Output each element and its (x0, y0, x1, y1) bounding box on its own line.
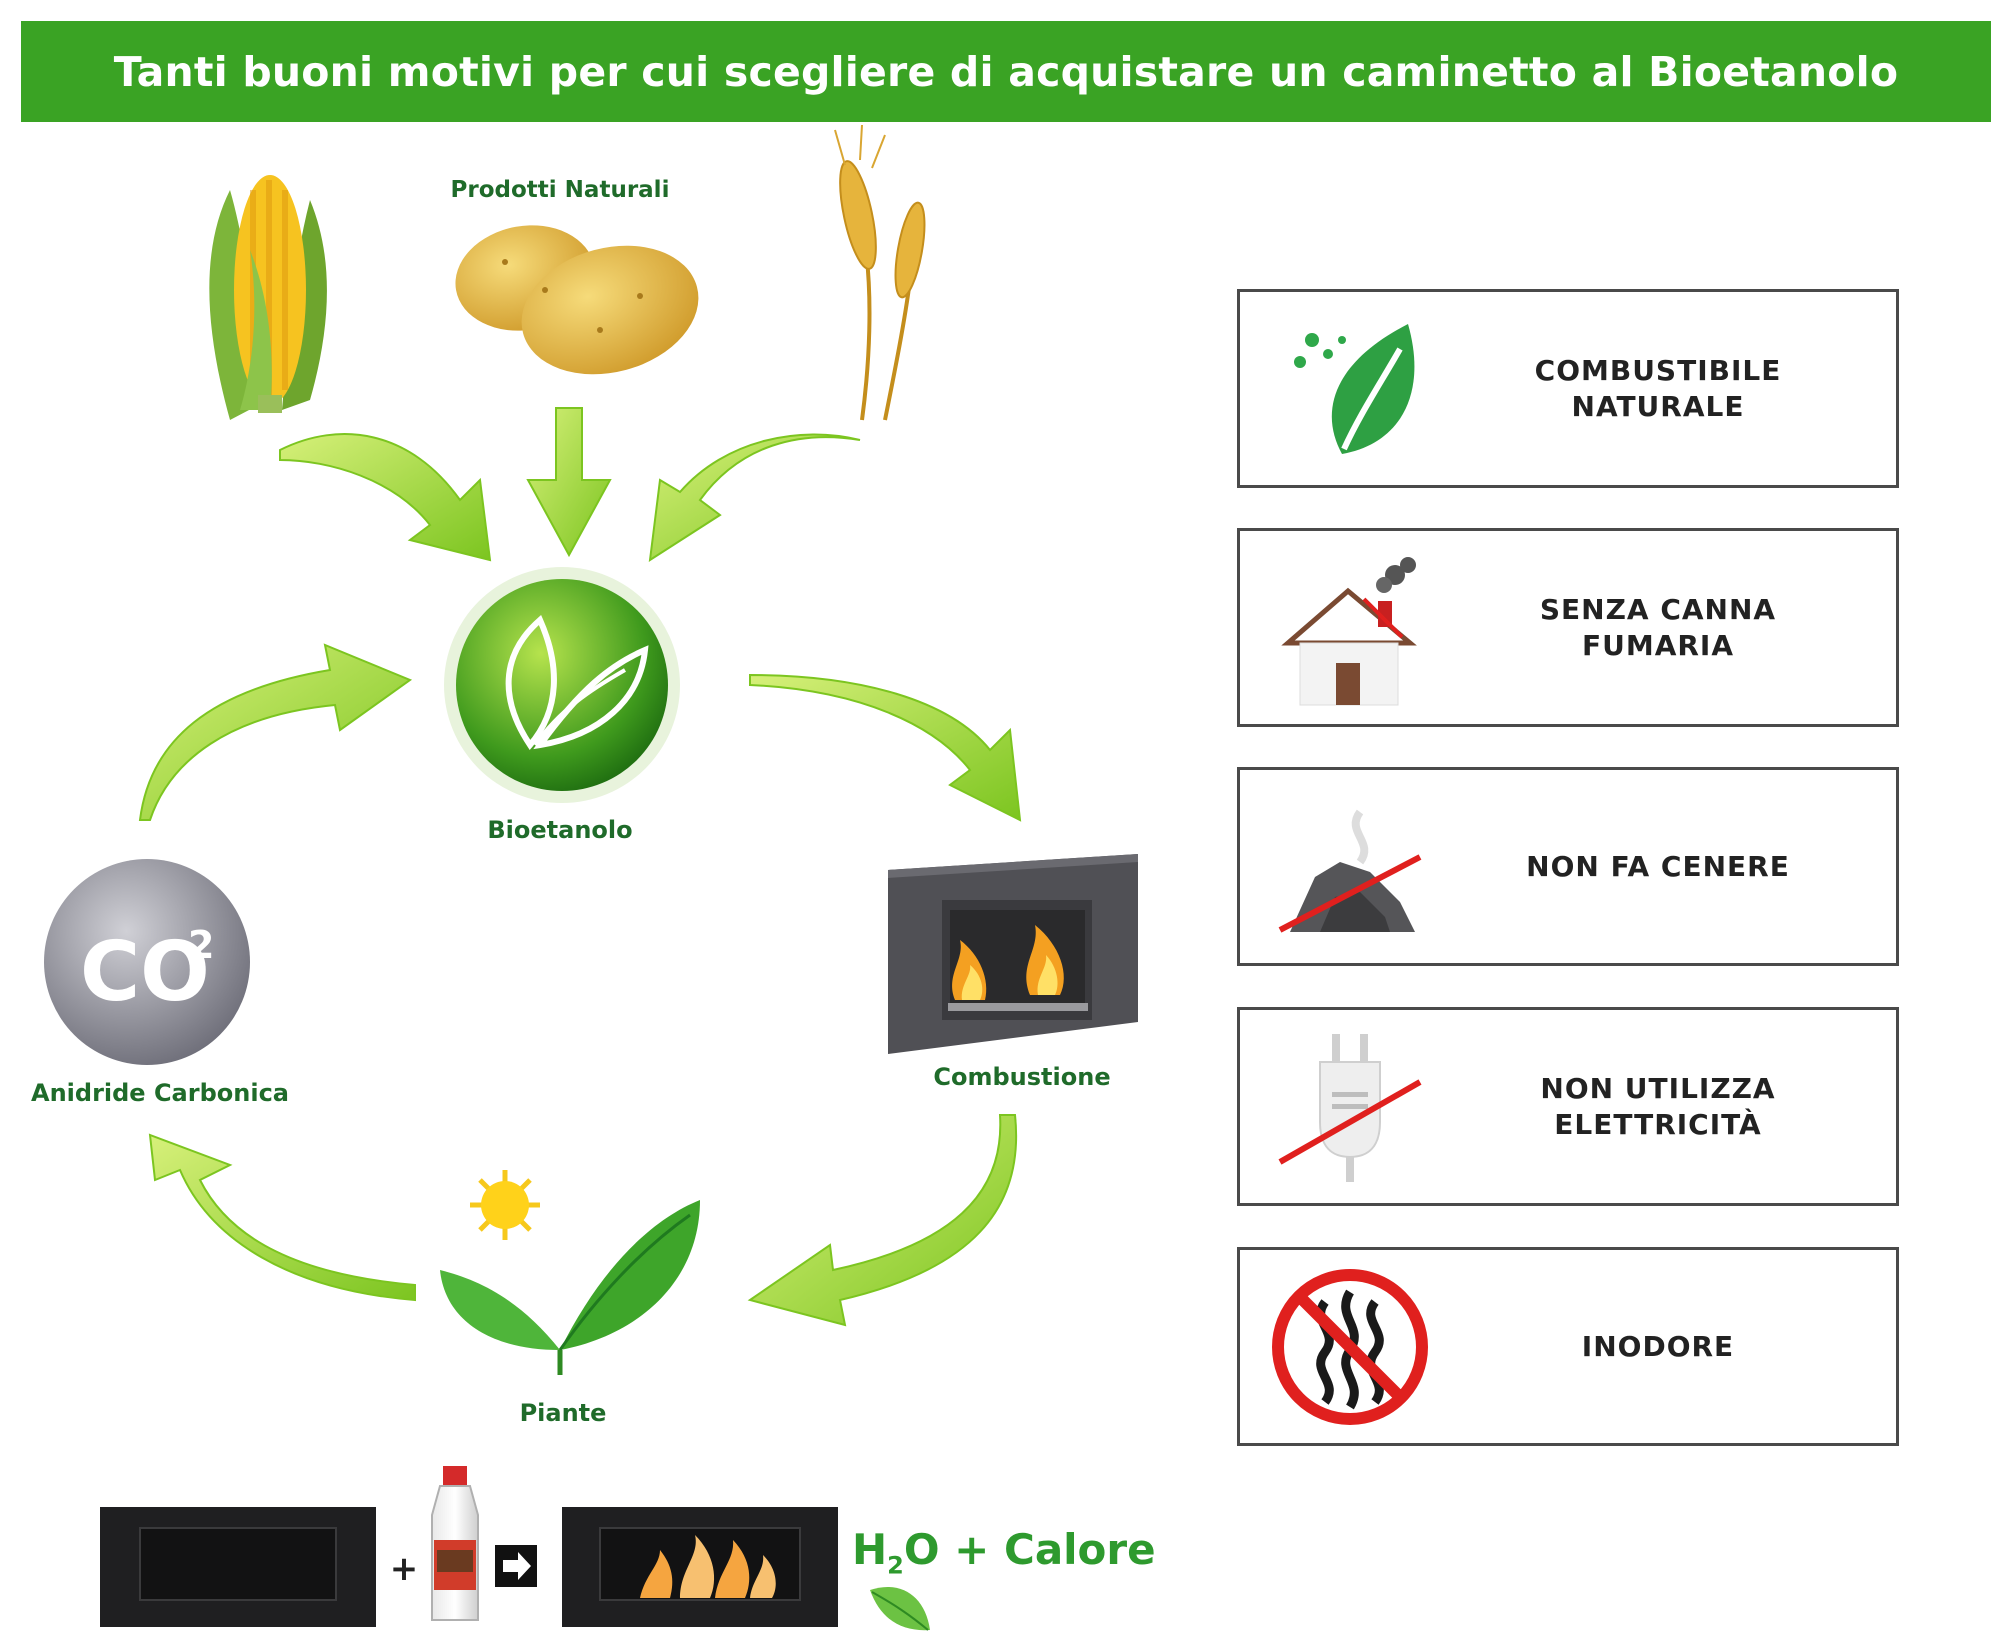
bioethanol-bottle-icon (431, 1466, 479, 1621)
h2o-h: H (852, 1525, 888, 1574)
co2-icon: CO 2 (44, 859, 250, 1065)
benefit-card-no-ash: NON FA CENERE (1237, 767, 1899, 966)
bioethanol-cycle-diagram: Prodotti Naturali Bioetanolo (31, 124, 1138, 1631)
bioethanol-leaf-icon (444, 567, 680, 803)
arrow-combustion-to-plants (747, 1114, 1018, 1327)
arrow-plants-to-co2 (148, 1133, 416, 1302)
plus-sign: + (390, 1549, 419, 1589)
co2-symbol: CO (80, 925, 210, 1020)
benefit-line2: NATURALE (1571, 389, 1745, 423)
empty-fireplace-icon (100, 1507, 376, 1627)
benefit-line1: NON UTILIZZA (1540, 1071, 1776, 1105)
page-title-banner: Tanti buoni motivi per cui scegliere di … (21, 21, 1991, 122)
arrow-bioethanol-to-combustion (749, 673, 1022, 822)
arrow-co2-to-bioethanol (138, 643, 413, 821)
benefit-text: NON FA CENERE (1480, 770, 1836, 963)
arrow-corn-to-bioethanol (279, 433, 492, 562)
plants-sun-icon (440, 1170, 700, 1375)
potatoes-icon (455, 225, 699, 375)
no-odor-icon (1272, 1269, 1428, 1425)
benefit-line2: FUMARIA (1581, 628, 1735, 662)
benefit-line1: SENZA CANNA (1539, 592, 1777, 626)
house-chimney-icon (1281, 557, 1417, 706)
h2o-rest: O + Calore (903, 1525, 1156, 1574)
combustion-label: Combustione (933, 1063, 1110, 1091)
corn-icon (209, 175, 327, 420)
benefit-line1: INODORE (1581, 1329, 1735, 1363)
plants-label: Piante (520, 1399, 607, 1427)
fireplace-combustion-icon (888, 854, 1138, 1054)
benefit-line1: COMBUSTIBILE (1534, 353, 1782, 387)
benefit-line1: NON FA CENERE (1526, 849, 1790, 883)
lit-fireplace-icon (562, 1507, 838, 1627)
bioethanol-label: Bioetanolo (487, 816, 632, 844)
arrow-wheat-to-bioethanol (648, 433, 861, 562)
arrow-potatoes-to-bioethanol (526, 407, 612, 558)
page-title: Tanti buoni motivi per cui scegliere di … (113, 47, 1899, 96)
wheat-icon (834, 124, 926, 421)
benefit-card-odorless: INODORE (1237, 1247, 1899, 1446)
natural-products-label: Prodotti Naturali (451, 177, 670, 203)
benefit-line2: ELETTRICITÀ (1554, 1107, 1762, 1141)
leaf-icon (1294, 324, 1415, 454)
plug-crossed-icon (1278, 1034, 1422, 1182)
h2o-heat-text: H2O + Calore (852, 1525, 1156, 1579)
ash-crossed-icon (1278, 809, 1422, 933)
small-leaf-icon (870, 1586, 930, 1631)
co2-label: Anidride Carbonica (31, 1079, 289, 1107)
h2o-subscript: 2 (887, 1551, 904, 1580)
co2-exponent: 2 (188, 923, 214, 967)
arrow-right-icon (495, 1545, 537, 1587)
benefit-text: INODORE (1480, 1250, 1836, 1443)
